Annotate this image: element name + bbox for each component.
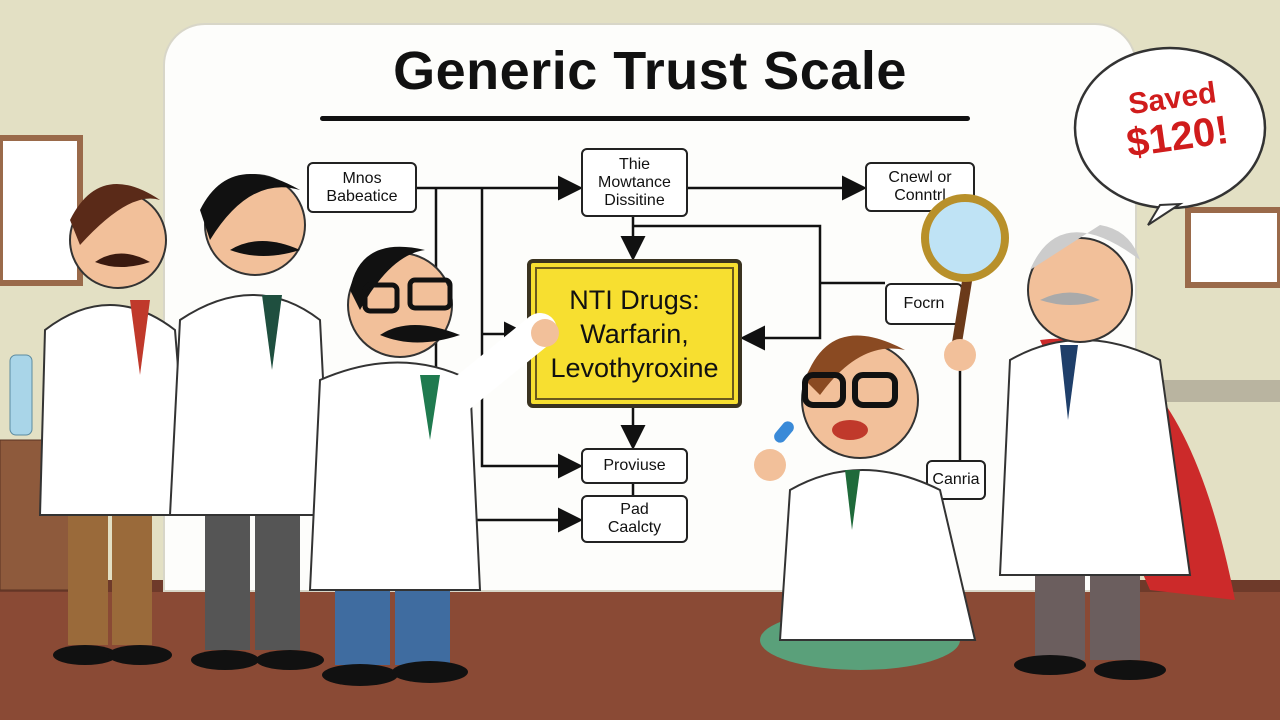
water-bottle bbox=[9, 354, 33, 436]
whiteboard-title: Generic Trust Scale bbox=[393, 41, 907, 101]
speech-bubble bbox=[1073, 46, 1267, 226]
arrow-left-to-proviuse bbox=[480, 188, 583, 479]
flow-box-proviuse: Proviuse bbox=[581, 448, 688, 484]
sign-line-3: Levothyroxine bbox=[550, 352, 719, 383]
doctor-glasses-pointing bbox=[308, 246, 559, 686]
pill-icon bbox=[774, 421, 794, 443]
wall-rail bbox=[1140, 380, 1280, 402]
sign-line-2: Warfarin, bbox=[580, 318, 689, 349]
flow-box-mnos: Mnos Babeatice bbox=[307, 162, 417, 213]
flow-box-focrn: Focrn bbox=[885, 283, 963, 325]
flow-box-pad: Pad Caalcty bbox=[581, 495, 688, 543]
young-doctor-with-pill bbox=[754, 335, 977, 670]
magnifying-glass-icon bbox=[921, 194, 1009, 282]
superhero-doctor-with-magnifier bbox=[921, 194, 1235, 680]
doctor-mustache-middle bbox=[168, 174, 332, 670]
doctor-mustache-left bbox=[38, 184, 192, 665]
sign-line-1: NTI Drugs: bbox=[569, 284, 700, 315]
title-underline bbox=[320, 116, 970, 121]
flow-box-cnewl: Cnewl or Conntrl bbox=[865, 162, 975, 212]
flow-box-thie: Thie Mowtance Dissitine bbox=[581, 148, 688, 217]
wall-frame-left bbox=[0, 135, 83, 286]
wall-frame-right bbox=[1185, 207, 1280, 288]
nti-drugs-sign: NTI Drugs: Warfarin, Levothyroxine bbox=[527, 259, 742, 408]
